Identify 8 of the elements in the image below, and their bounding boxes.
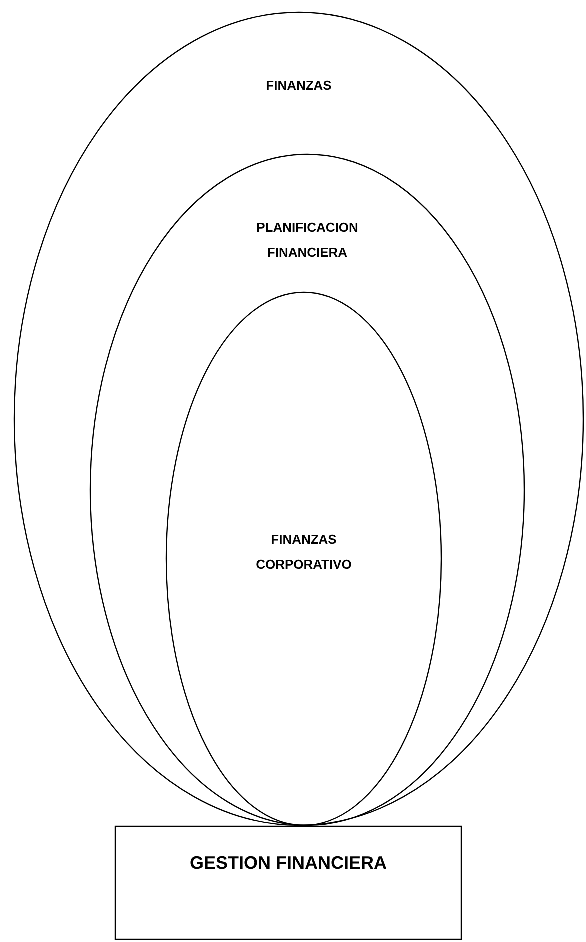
- ellipse: [166, 292, 442, 826]
- node-label: PLANIFICACION FINANCIERA: [256, 219, 360, 262]
- ellipse: [90, 154, 525, 826]
- node-label: FINANZAS: [266, 77, 332, 95]
- rectangle-box: [115, 826, 462, 940]
- node-label: FINANZAS CORPORATIVO: [255, 531, 353, 574]
- ellipse: [14, 12, 584, 826]
- node-label: GESTION FINANCIERA: [190, 852, 387, 875]
